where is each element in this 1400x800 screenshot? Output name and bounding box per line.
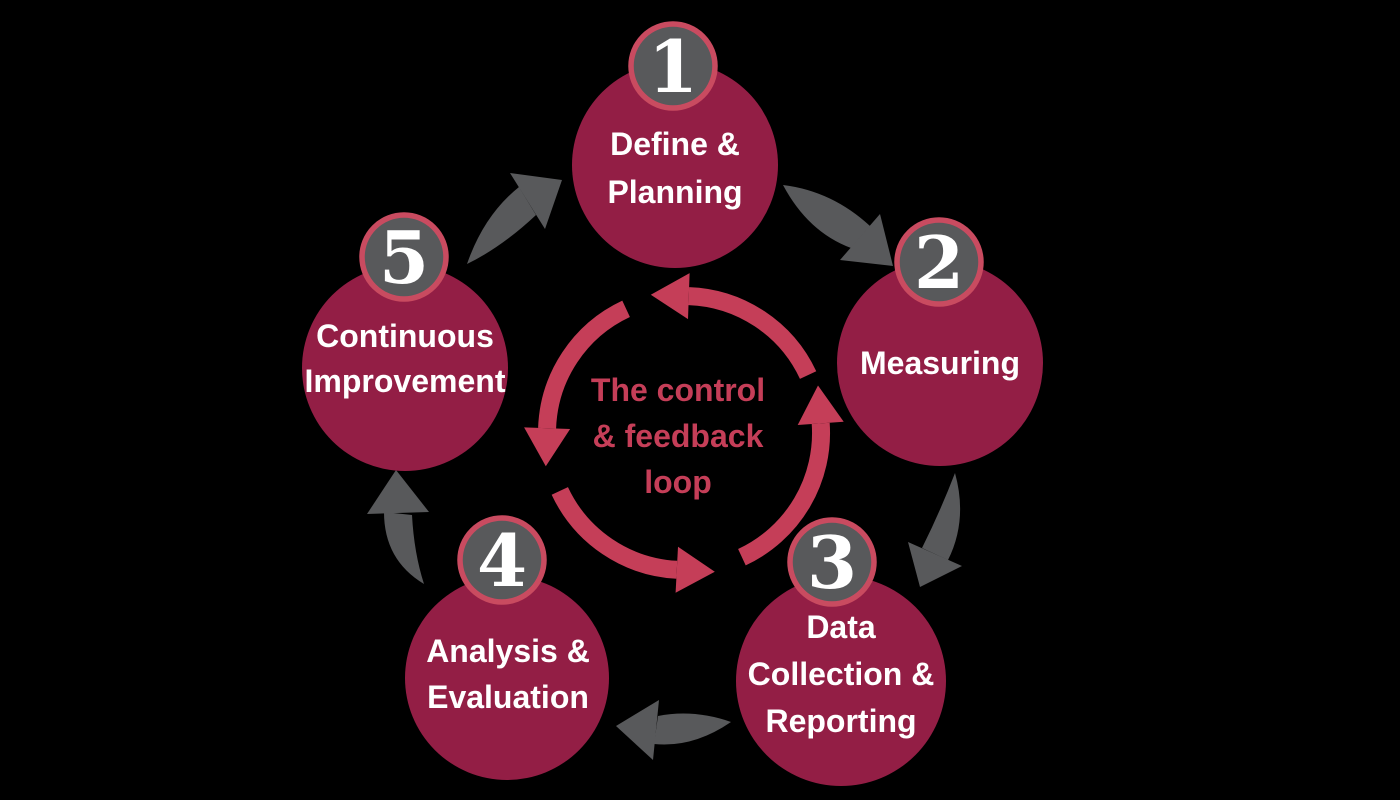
loop-arrowhead-bottom-icon bbox=[675, 546, 715, 593]
curved-arrow-1-to-2-icon bbox=[783, 185, 893, 266]
loop-arc-top-left bbox=[538, 300, 631, 429]
step-3-number-badge bbox=[787, 517, 877, 607]
step-1-circle bbox=[572, 62, 778, 268]
curved-arrow-5-to-1-icon bbox=[467, 173, 562, 264]
step-5-number-badge bbox=[359, 212, 449, 302]
step-4-label-line-1: Analysis & bbox=[426, 633, 590, 669]
step-4-number: 4 bbox=[477, 518, 527, 603]
step-3-circle bbox=[736, 576, 946, 786]
center-loop: The control & feedback loop bbox=[524, 273, 844, 593]
step-4-circle bbox=[405, 576, 609, 780]
step-4-label-line-2: Evaluation bbox=[427, 679, 589, 715]
center-label-line-2: & feedback bbox=[593, 418, 764, 454]
loop-arrowhead-left-icon bbox=[524, 427, 571, 467]
step-3-number: 3 bbox=[807, 520, 857, 605]
loop-arc-right bbox=[737, 422, 831, 566]
center-label-line-3: loop bbox=[644, 464, 712, 500]
loop-arc-bottom-left bbox=[551, 486, 678, 579]
step-2-label-line-1: Measuring bbox=[860, 345, 1020, 381]
step-1-number-badge bbox=[628, 21, 718, 111]
center-label-line-1: The control bbox=[591, 372, 765, 408]
loop-arrowhead-top-icon bbox=[650, 273, 690, 320]
step-1-number: 1 bbox=[648, 24, 698, 109]
step-2-circle bbox=[837, 260, 1043, 466]
step-1-label-line-1: Define & bbox=[610, 126, 740, 162]
loop-arrowhead-right-icon bbox=[797, 385, 844, 425]
curved-arrow-4-to-5-icon bbox=[367, 470, 429, 584]
step-3-label-line-2: Collection & bbox=[748, 656, 935, 692]
step-1-define-planning: 1 Define & Planning bbox=[572, 21, 778, 268]
step-4-number-badge bbox=[457, 515, 547, 605]
curved-arrow-3-to-4-icon bbox=[616, 700, 731, 760]
step-2-measuring: 2 Measuring bbox=[837, 217, 1043, 466]
step-3-label-line-3: Reporting bbox=[765, 703, 916, 739]
step-5-label-line-2: Improvement bbox=[305, 363, 506, 399]
step-5-continuous-improvement: 5 Continuous Improvement bbox=[302, 212, 508, 471]
step-connector-arrows bbox=[367, 173, 962, 760]
step-5-circle bbox=[302, 265, 508, 471]
loop-arc-top-right bbox=[688, 287, 817, 380]
step-3-data-collection-reporting: 3 Data Collection & Reporting bbox=[736, 517, 946, 786]
step-2-number: 2 bbox=[914, 220, 964, 305]
step-2-number-badge bbox=[894, 217, 984, 307]
step-5-number: 5 bbox=[379, 215, 429, 300]
step-1-label-line-2: Planning bbox=[607, 174, 742, 210]
curved-arrow-2-to-3-icon bbox=[908, 473, 962, 587]
step-3-label-line-1: Data bbox=[806, 609, 876, 645]
step-4-analysis-evaluation: 4 Analysis & Evaluation bbox=[405, 515, 609, 780]
step-5-label-line-1: Continuous bbox=[316, 318, 494, 354]
